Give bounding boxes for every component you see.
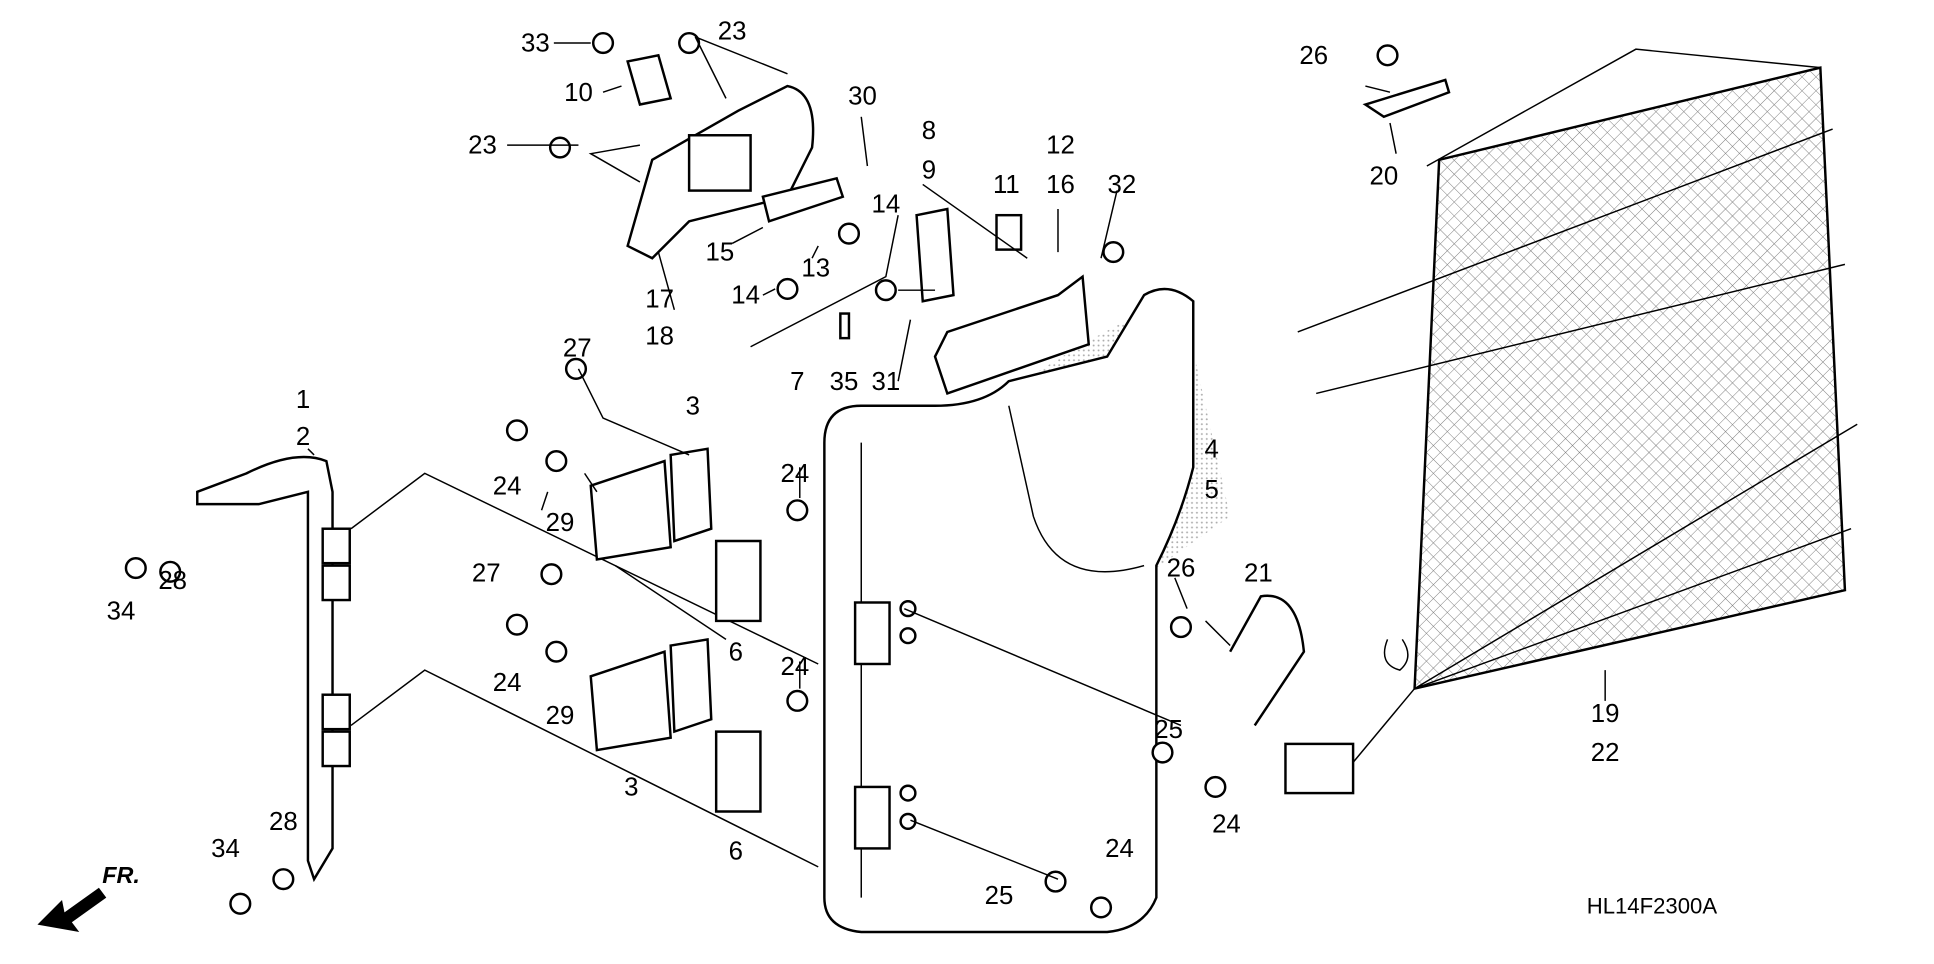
callout-5: 5 [1205, 476, 1219, 504]
callout-23: 23 [718, 17, 747, 45]
fastener [545, 450, 568, 473]
callout-25: 25 [1154, 716, 1183, 744]
fastener [229, 892, 252, 915]
bumper-11 [995, 213, 1023, 251]
callout-33: 33 [521, 30, 550, 58]
callout-25: 25 [985, 882, 1014, 910]
callout-24: 24 [780, 653, 809, 681]
pin-35 [839, 312, 851, 340]
callout-14: 14 [731, 282, 760, 310]
fastener [678, 31, 701, 55]
plate-12 [933, 274, 1091, 396]
callout-20: 20 [1369, 162, 1398, 190]
cargo-net [1284, 48, 1858, 795]
latch-body [687, 134, 752, 192]
fastener [124, 557, 147, 580]
callout-24: 24 [780, 460, 809, 488]
callout-27: 27 [563, 335, 592, 363]
clip [626, 53, 673, 106]
fastener [1151, 741, 1174, 764]
callout-2: 2 [296, 423, 310, 451]
plate-8 [915, 207, 955, 303]
fastener [505, 613, 529, 636]
callout-29: 29 [546, 509, 575, 537]
callout-27: 27 [472, 560, 501, 588]
callout-6: 6 [729, 638, 743, 666]
fastener [591, 31, 615, 55]
fastener [1102, 241, 1125, 264]
callout-4: 4 [1205, 435, 1219, 463]
callout-22: 22 [1591, 739, 1620, 767]
callout-16: 16 [1046, 171, 1075, 199]
callout-18: 18 [645, 322, 674, 350]
fastener [159, 560, 182, 583]
callout-28: 28 [158, 567, 187, 595]
front-label: FR. [102, 862, 140, 888]
fastener [548, 136, 572, 159]
fastener [837, 222, 861, 245]
callout-15: 15 [705, 239, 734, 267]
callout-13: 13 [801, 255, 830, 283]
callout-12: 12 [1046, 132, 1075, 160]
callout-10: 10 [564, 79, 593, 107]
fastener [776, 277, 799, 301]
callout-19: 19 [1591, 700, 1620, 728]
fastener [540, 563, 563, 586]
callout-3: 3 [686, 392, 700, 420]
hinges [589, 447, 762, 813]
leader-lines [307, 36, 1606, 880]
callout-26: 26 [1299, 42, 1328, 70]
callout-24: 24 [493, 472, 522, 500]
diagram-code: HL14F2300A [1587, 894, 1718, 919]
fastener [1376, 44, 1399, 67]
fastener [1169, 616, 1193, 639]
fastener [874, 279, 897, 302]
callout-24: 24 [1212, 810, 1241, 838]
callout-24: 24 [493, 669, 522, 697]
door-panel [823, 287, 1195, 934]
callout-35: 35 [830, 368, 859, 396]
callout-24: 24 [1105, 835, 1134, 863]
callout-1: 1 [296, 386, 310, 414]
callout-31: 31 [871, 368, 900, 396]
fasteners [124, 31, 1399, 919]
callout-11: 11 [993, 171, 1020, 199]
callout-7: 7 [790, 368, 804, 396]
callout-28: 28 [269, 808, 298, 836]
callout-8: 8 [922, 117, 936, 145]
callout-26: 26 [1167, 555, 1196, 583]
callout-34: 34 [211, 835, 240, 863]
grab-handle [1229, 594, 1306, 727]
callout-17: 17 [645, 285, 674, 313]
callout-14: 14 [871, 191, 900, 219]
callout-30: 30 [848, 83, 877, 111]
fastener [505, 419, 529, 442]
rod [750, 215, 899, 348]
callout-23: 23 [468, 132, 497, 160]
fastener [1204, 775, 1227, 799]
callout-34: 34 [107, 598, 136, 626]
front-direction-indicator: FR. [37, 862, 140, 933]
fastener [545, 640, 568, 663]
callout-29: 29 [546, 702, 575, 730]
callout-21: 21 [1244, 560, 1273, 588]
fastener [786, 689, 809, 712]
callout-6: 6 [729, 837, 743, 865]
callout-3: 3 [624, 774, 638, 802]
fastener [786, 499, 809, 522]
strap-20 [1362, 78, 1451, 119]
callout-32: 32 [1108, 171, 1137, 199]
fastener [1089, 896, 1113, 919]
latch-cover [761, 176, 845, 223]
hinge-rod [196, 455, 819, 883]
fastener [272, 868, 295, 891]
callout-9: 9 [922, 156, 936, 184]
